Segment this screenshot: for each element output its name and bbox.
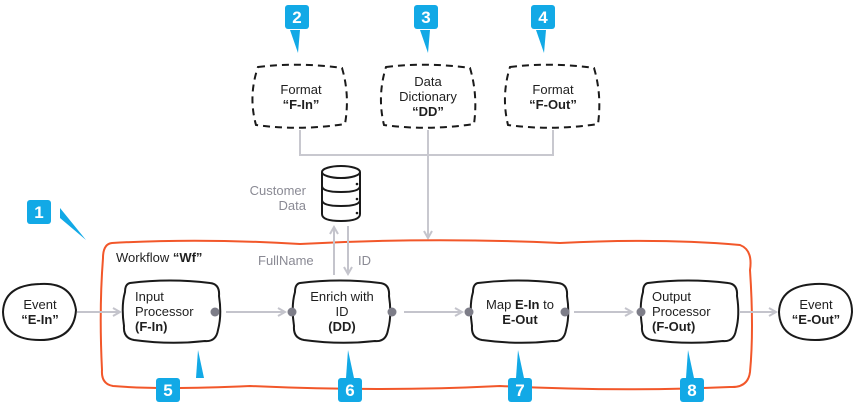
port-output-in	[636, 307, 646, 317]
event-e-in[interactable]	[1, 282, 78, 342]
database-icon	[321, 165, 361, 223]
badge-7: 7	[508, 378, 532, 402]
node-map-line1c: to	[539, 297, 554, 312]
node-output-line3: (F-Out)	[652, 319, 696, 334]
node-input-line3: (F-In)	[135, 319, 168, 334]
id-label: ID	[358, 253, 371, 268]
resource-f-in-name: “F-In”	[282, 97, 320, 112]
port-map-in	[464, 307, 474, 317]
node-map[interactable]	[469, 279, 570, 344]
node-output-processor-label: Output Processor (F-Out)	[652, 289, 711, 334]
badge-1: 1	[27, 200, 51, 224]
event-e-in-name: “E-In”	[21, 312, 59, 327]
node-map-line1a: Map	[486, 297, 515, 312]
node-input-processor[interactable]	[121, 279, 222, 344]
workflow-title-name: “Wf”	[172, 250, 203, 265]
port-enrich-in	[287, 307, 297, 317]
node-enrich-line1: Enrich with	[310, 289, 374, 304]
resource-f-in-title: Format	[280, 82, 322, 97]
node-enrich-line3: (DD)	[328, 319, 356, 334]
node-input-line2: Processor	[135, 304, 194, 319]
badge-6: 6	[338, 378, 362, 402]
workflow-title-prefix: Workflow	[116, 250, 173, 265]
node-input-processor-label: Input Processor (F-In)	[135, 289, 194, 334]
datastore-label-1: Customer	[249, 183, 306, 198]
resource-label-dd: Data Dictionary “DD”	[380, 74, 476, 119]
badge-4: 4	[531, 5, 555, 29]
port-enrich-out	[387, 307, 397, 317]
port-input-out	[210, 307, 220, 317]
badge-pointers	[60, 30, 694, 378]
resource-box-dd[interactable]	[380, 63, 477, 129]
resource-box-f-in[interactable]	[251, 63, 348, 129]
node-enrich-label: Enrich with ID (DD)	[296, 289, 388, 334]
resource-dd-name: “DD”	[412, 104, 444, 119]
node-input-line1: Input	[135, 289, 164, 304]
event-e-out-label: Event “E-Out”	[779, 297, 853, 327]
datastore-label-2: Data	[278, 198, 306, 213]
node-enrich-line2: ID	[335, 304, 349, 319]
node-output-line2: Processor	[652, 304, 711, 319]
resource-dd-title-1: Data	[414, 74, 442, 89]
resource-f-out-title: Format	[532, 82, 574, 97]
resource-label-f-in: Format “F-In”	[256, 82, 346, 112]
node-map-line2: E-Out	[502, 312, 538, 327]
badge-5: 5	[156, 378, 180, 402]
badge-2: 2	[285, 5, 309, 29]
badge-8: 8	[680, 378, 704, 402]
event-e-in-title: Event	[23, 297, 57, 312]
workflow-container[interactable]	[99, 239, 753, 391]
node-output-processor[interactable]	[639, 279, 740, 344]
event-e-out[interactable]	[777, 282, 854, 342]
node-enrich[interactable]	[291, 279, 392, 344]
badge-3: 3	[414, 5, 438, 29]
event-e-out-title: Event	[799, 297, 833, 312]
datastore-label: Customer Data	[230, 183, 306, 213]
node-map-label: Map E-In to E-Out	[472, 297, 568, 327]
resource-f-out-name: “F-Out”	[529, 97, 577, 112]
workflow-title: Workflow “Wf”	[116, 250, 202, 265]
port-map-out	[560, 307, 570, 317]
resource-dd-title-2: Dictionary	[399, 89, 457, 104]
node-output-line1: Output	[652, 289, 692, 304]
node-map-line1b: E-In	[514, 297, 540, 312]
event-e-in-label: Event “E-In”	[3, 297, 77, 327]
ports	[210, 307, 646, 317]
event-e-out-name: “E-Out”	[791, 312, 841, 327]
fullname-label: FullName	[258, 253, 314, 268]
connector-f-in	[299, 130, 554, 156]
resource-label-f-out: Format “F-Out”	[508, 82, 598, 112]
resource-connectors	[299, 130, 554, 238]
resource-box-f-out[interactable]	[504, 63, 601, 129]
